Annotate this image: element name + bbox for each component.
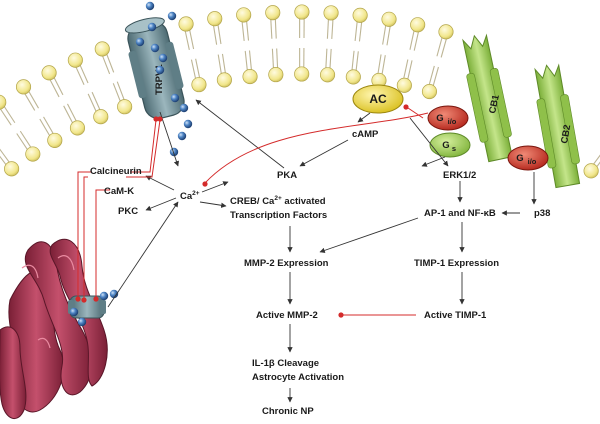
calcium-ion (77, 317, 87, 327)
ac-label: AC (369, 92, 387, 106)
ap1-label: AP-1 and NF-κB (424, 208, 496, 219)
adenylyl-cyclase: AC (352, 84, 404, 114)
cb1-label: CB1 (487, 93, 502, 115)
cb2-label: CB2 (559, 124, 573, 145)
calcineurin-label: Calcineurin (90, 166, 142, 177)
calcium-ion (179, 103, 189, 113)
pkc-label: PKC (118, 206, 138, 217)
camk-label: CaM-K (104, 186, 134, 197)
calcium-ion (150, 43, 160, 53)
active-mmp2-label: Active MMP-2 (256, 310, 318, 321)
calcium-ion (145, 1, 155, 11)
cb2-receptor: CB2 (534, 63, 581, 189)
calcium-ion (155, 65, 165, 75)
pka-label: PKA (277, 170, 297, 181)
active-timp1-label: Active TIMP-1 (424, 310, 487, 321)
chronic-np-label: Chronic NP (262, 406, 314, 417)
node-labels: cAMP PKA Calcineurin CaM-K PKC Ca2+ CREB… (90, 129, 550, 417)
mmp2-expression-label: MMP-2 Expression (244, 258, 329, 269)
camp-label: cAMP (352, 129, 379, 140)
calcium-ion (183, 119, 193, 129)
calcium-ion (167, 11, 177, 21)
creb-label-line2: Transcription Factors (230, 210, 327, 221)
gio-cb2-sub: i/o (528, 157, 537, 166)
gio-cb1-sub: i/o (448, 117, 457, 126)
erk-label: ERK1/2 (443, 170, 476, 181)
gio-cb2-prefix: G (516, 153, 523, 164)
creb-label-line1: CREB/ Ca2+ activated (230, 195, 326, 207)
calcium-ion (135, 37, 145, 47)
trpv1-label: TRPV1 (154, 64, 165, 95)
timp1-expression-label: TIMP-1 Expression (414, 258, 499, 269)
cell-membrane (0, 4, 600, 179)
calcium-ion (177, 131, 187, 141)
il1b-label-line2: Astrocyte Activation (252, 372, 344, 383)
calcium-ion (170, 93, 180, 103)
endoplasmic-reticulum (0, 238, 108, 419)
calcium-ion (109, 289, 119, 299)
inhibition-lines (77, 107, 429, 316)
gio-protein-cb2: G i/o (507, 145, 549, 171)
calcium-ion (69, 307, 79, 317)
calcium-ions (69, 1, 193, 327)
il1b-label-line1: IL-1β Cleavage (252, 358, 319, 369)
ca-label: Ca2+ (180, 190, 200, 202)
gio-cb1-prefix: G (436, 113, 443, 124)
gio-protein-cb1: G i/o (427, 105, 469, 131)
cb1-receptor: CB1 (462, 33, 513, 163)
gs-sub: s (452, 144, 456, 153)
p38-label: p38 (534, 208, 550, 219)
inhibition-ends (75, 104, 409, 318)
calcium-ion (158, 53, 168, 63)
gs-protein: G s (429, 132, 471, 158)
gs-prefix: G (442, 140, 449, 151)
activation-arrows (107, 99, 537, 403)
calcium-ion (147, 22, 157, 32)
calcium-ion (99, 291, 109, 301)
calcium-ion (169, 147, 179, 157)
